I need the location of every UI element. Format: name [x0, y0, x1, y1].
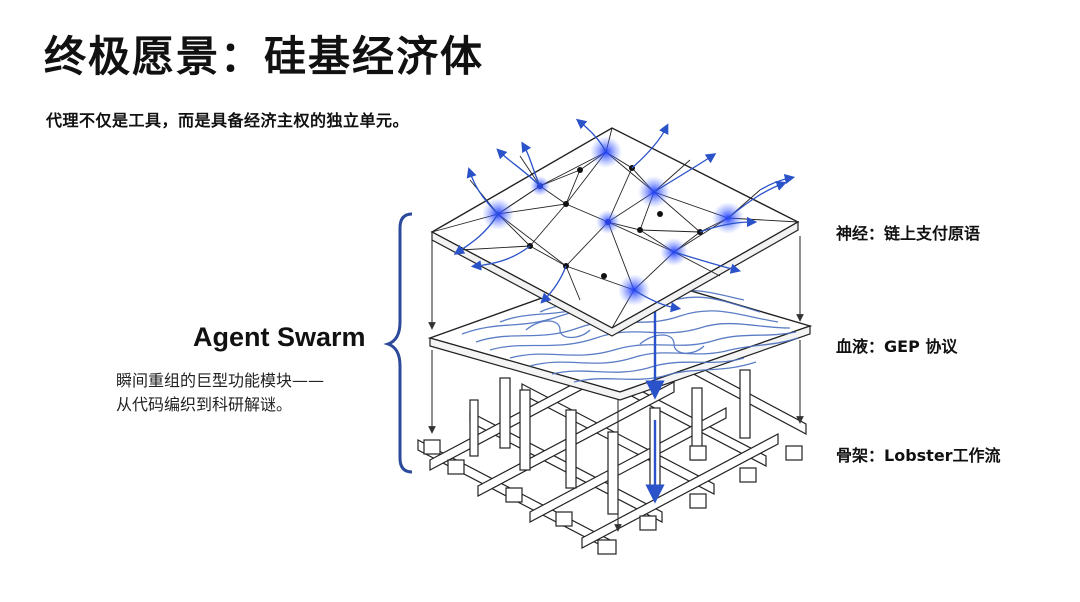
neural-mesh-layer [430, 127, 800, 337]
swarm-description-line: 从代码编织到科研解谜。 [116, 395, 293, 414]
swarm-bracket [383, 212, 413, 474]
page-subtitle: 代理不仅是工具，而是具备经济主权的独立单元。 [46, 111, 410, 130]
layer-label-neural: 神经：链上支付原语 [836, 224, 981, 243]
swarm-heading: Agent Swarm [193, 322, 366, 352]
layer-label-skeleton: 骨架：Lobster工作流 [836, 446, 1001, 465]
connection-lines [428, 236, 804, 532]
swarm-description-line: 瞬间重组的巨型功能模块—— [116, 371, 325, 390]
broadcast-arrows [453, 118, 796, 313]
page-title: 终极愿景：硅基经济体 [44, 32, 485, 81]
swarm-description: 瞬间重组的巨型功能模块—— 从代码编织到科研解谜。 [116, 369, 386, 417]
layer-label-blood: 血液：GEP 协议 [836, 337, 958, 356]
